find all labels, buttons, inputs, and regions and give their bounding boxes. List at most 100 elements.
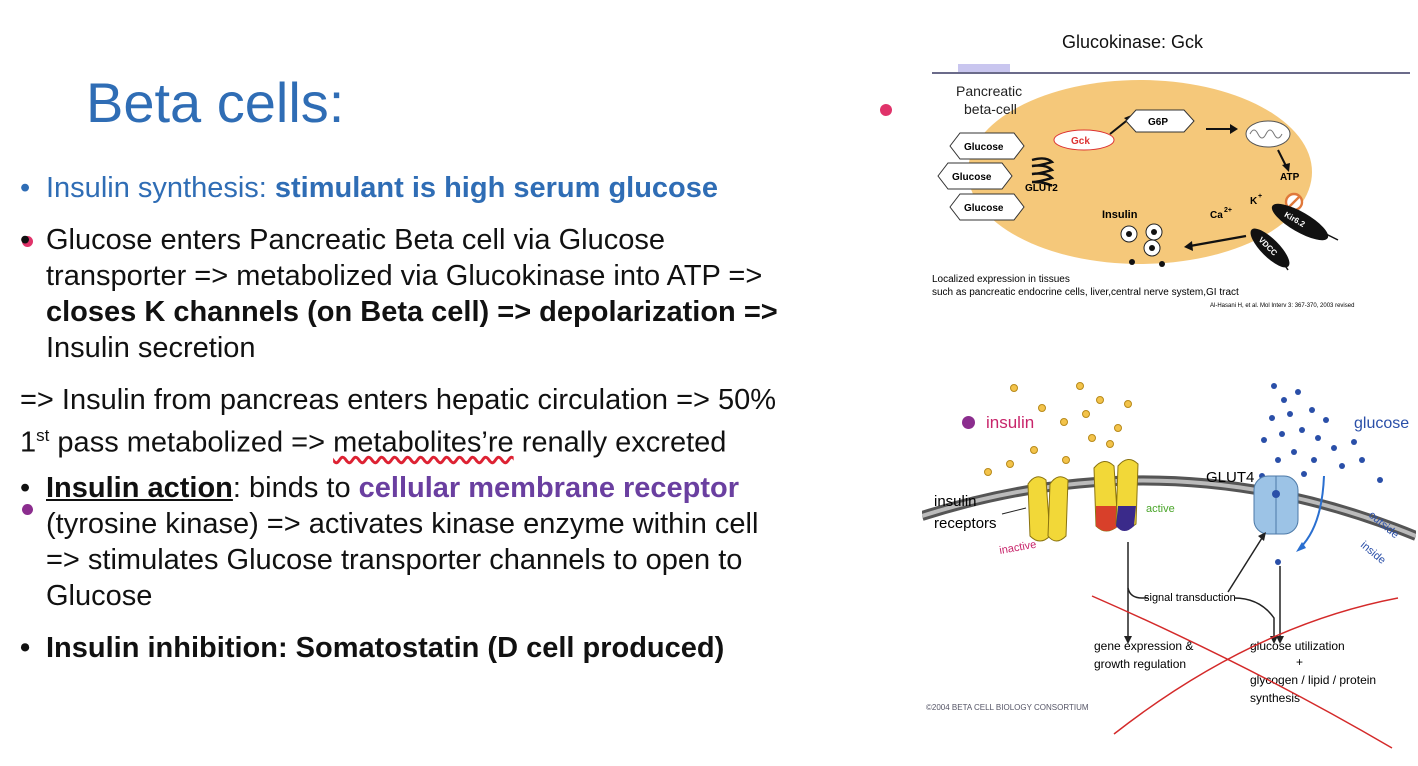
glucose-label: Glucose xyxy=(964,142,1004,153)
glucose-label: Glucose xyxy=(964,203,1004,214)
outcome-label: glucose utilization xyxy=(1250,639,1345,653)
inactive-label: inactive xyxy=(998,539,1037,557)
atp-label: ATP xyxy=(1280,172,1300,183)
annotation-dot xyxy=(22,504,33,515)
bullet-line: Insulin secretion xyxy=(46,332,256,364)
spelling-flag: metabolites’re xyxy=(333,426,514,459)
signal-arrow xyxy=(1127,587,1148,599)
text: pass metabolized => xyxy=(49,426,334,459)
ca-superscript: 2+ xyxy=(1224,207,1232,214)
glucose-molecules xyxy=(1259,383,1383,565)
glucose-entry-arrow xyxy=(1299,475,1325,549)
vdcc-channel-icon: VDCC xyxy=(1250,228,1290,268)
signal-arrow xyxy=(1233,597,1275,638)
text-purple: cellular membrane receptor xyxy=(358,472,740,504)
gck-label: Gck xyxy=(1071,136,1090,147)
arrow xyxy=(1277,149,1287,167)
signal-transduction-label: signal transduction xyxy=(1144,592,1236,604)
header-accent xyxy=(958,64,1010,72)
bullet-line: Insulin action: binds to cellular membra… xyxy=(46,470,916,506)
superscript: st xyxy=(36,426,50,445)
text: : binds to xyxy=(232,472,359,504)
arrow xyxy=(1279,257,1289,271)
kir62-channel-icon: Kir6.2 xyxy=(1271,203,1329,241)
bullet-glucose-enters: • Glucose enters Pancreatic Beta cell vi… xyxy=(20,222,915,372)
arrow xyxy=(1189,234,1247,248)
active-receptor-icon xyxy=(1093,459,1139,532)
bullet-line: closes K channels (on Beta cell) => depo… xyxy=(46,296,778,328)
bullet-marker: • xyxy=(20,172,31,204)
bullet-text: Insulin synthesis: xyxy=(46,172,275,204)
paragraph-line: 1st pass metabolized => metabolites’re r… xyxy=(20,418,920,461)
arrow xyxy=(1321,231,1339,241)
bullet-text-underline: Insulin action xyxy=(46,472,233,504)
copyright-label: ©2004 BETA CELL BIOLOGY CONSORTIUM xyxy=(926,703,1089,712)
inhibit-icon-slash xyxy=(1287,195,1301,209)
insulin-molecules xyxy=(984,382,1132,476)
crossout-line xyxy=(1091,595,1393,749)
mitochondrion-cristae xyxy=(1249,129,1283,139)
arrowhead xyxy=(1276,636,1284,644)
cell-label: beta-cell xyxy=(964,101,1017,117)
annotation-dot xyxy=(880,104,892,116)
text: renally excreted xyxy=(513,426,727,459)
annotation-dot xyxy=(962,416,975,429)
inactive-receptor-icon xyxy=(1027,476,1069,542)
mitochondrion-icon xyxy=(1245,120,1291,148)
glucose-label: glucose xyxy=(1354,415,1409,432)
receptors-label: receptors xyxy=(934,515,997,532)
figure-caption: such as pancreatic endocrine cells, live… xyxy=(932,287,1239,298)
ca-label: Ca xyxy=(1210,210,1223,221)
bullet-line: transporter => metabolized via Glucokina… xyxy=(46,260,763,292)
arrowhead xyxy=(1258,532,1266,541)
bullet-line: => stimulates Glucose transporter channe… xyxy=(46,544,743,576)
paragraph-hepatic: => Insulin from pancreas enters hepatic … xyxy=(20,382,920,461)
bullet-marker: • xyxy=(20,472,31,504)
arrowhead xyxy=(1230,124,1238,134)
k-label: K xyxy=(1250,196,1258,207)
g6p-label: G6P xyxy=(1148,117,1168,128)
annotation-dot xyxy=(22,236,33,247)
text: 1 xyxy=(20,426,37,459)
glucose-molecule: Glucose xyxy=(949,132,1025,160)
bullet-text-bold: stimulant is high serum glucose xyxy=(274,172,719,204)
outcome-label: gene expression & xyxy=(1094,639,1193,653)
paragraph-line: => Insulin from pancreas enters hepatic … xyxy=(20,384,777,416)
bullet-text: Insulin inhibition: Somatostatin (D cell… xyxy=(46,632,725,664)
bullet-line: (tyrosine kinase) => activates kinase en… xyxy=(46,508,759,540)
crossout-line xyxy=(1113,597,1399,735)
figure-caption: Localized expression in tissues xyxy=(932,274,1070,285)
glucose-molecule: Glucose xyxy=(949,193,1025,221)
gck-enzyme-icon xyxy=(1053,129,1115,151)
glut2-label: GLUT2 xyxy=(1025,183,1058,194)
glucose-label: Glucose xyxy=(952,172,992,183)
glut2-transporter-icon xyxy=(1031,157,1055,188)
arrowhead xyxy=(1184,241,1193,251)
outcome-label: glycogen / lipid / protein xyxy=(1250,673,1376,687)
figure-citation: Al-Hasani H, et al. Mol Interv 3: 367-37… xyxy=(1210,303,1354,309)
k-superscript: + xyxy=(1258,193,1262,200)
g6p-molecule xyxy=(1125,109,1195,133)
cell-membrane-highlight xyxy=(922,478,1416,538)
bullet-line: Glucose xyxy=(46,580,153,612)
receptors-label: insulin xyxy=(934,493,977,510)
bullet-insulin-action: • Insulin action: binds to cellular memb… xyxy=(20,470,915,620)
signal-arrow xyxy=(1227,537,1263,593)
arrowhead xyxy=(1282,163,1290,172)
insulin-label: Insulin xyxy=(1102,209,1138,221)
glut4-transporter-icon xyxy=(1253,475,1299,535)
glut4-label: GLUT4 xyxy=(1206,469,1254,486)
insulin-granules xyxy=(1120,223,1165,267)
outcome-label: synthesis xyxy=(1250,691,1300,705)
arrowhead xyxy=(1124,636,1132,644)
inside-label: inside xyxy=(1358,539,1388,567)
active-label: active xyxy=(1146,503,1175,515)
glucose-molecule: Glucose xyxy=(937,162,1013,190)
outcome-label: growth regulation xyxy=(1094,657,1186,671)
arrowhead xyxy=(1296,542,1306,552)
insulin-label: insulin xyxy=(986,413,1034,432)
bullet-marker: • xyxy=(20,632,31,664)
label-leader xyxy=(1001,507,1027,515)
figure-header: Glucokinase: Gck xyxy=(1062,32,1204,52)
insulin-receptor-diagram: insulin glucose insulin receptors inacti… xyxy=(922,382,1416,749)
